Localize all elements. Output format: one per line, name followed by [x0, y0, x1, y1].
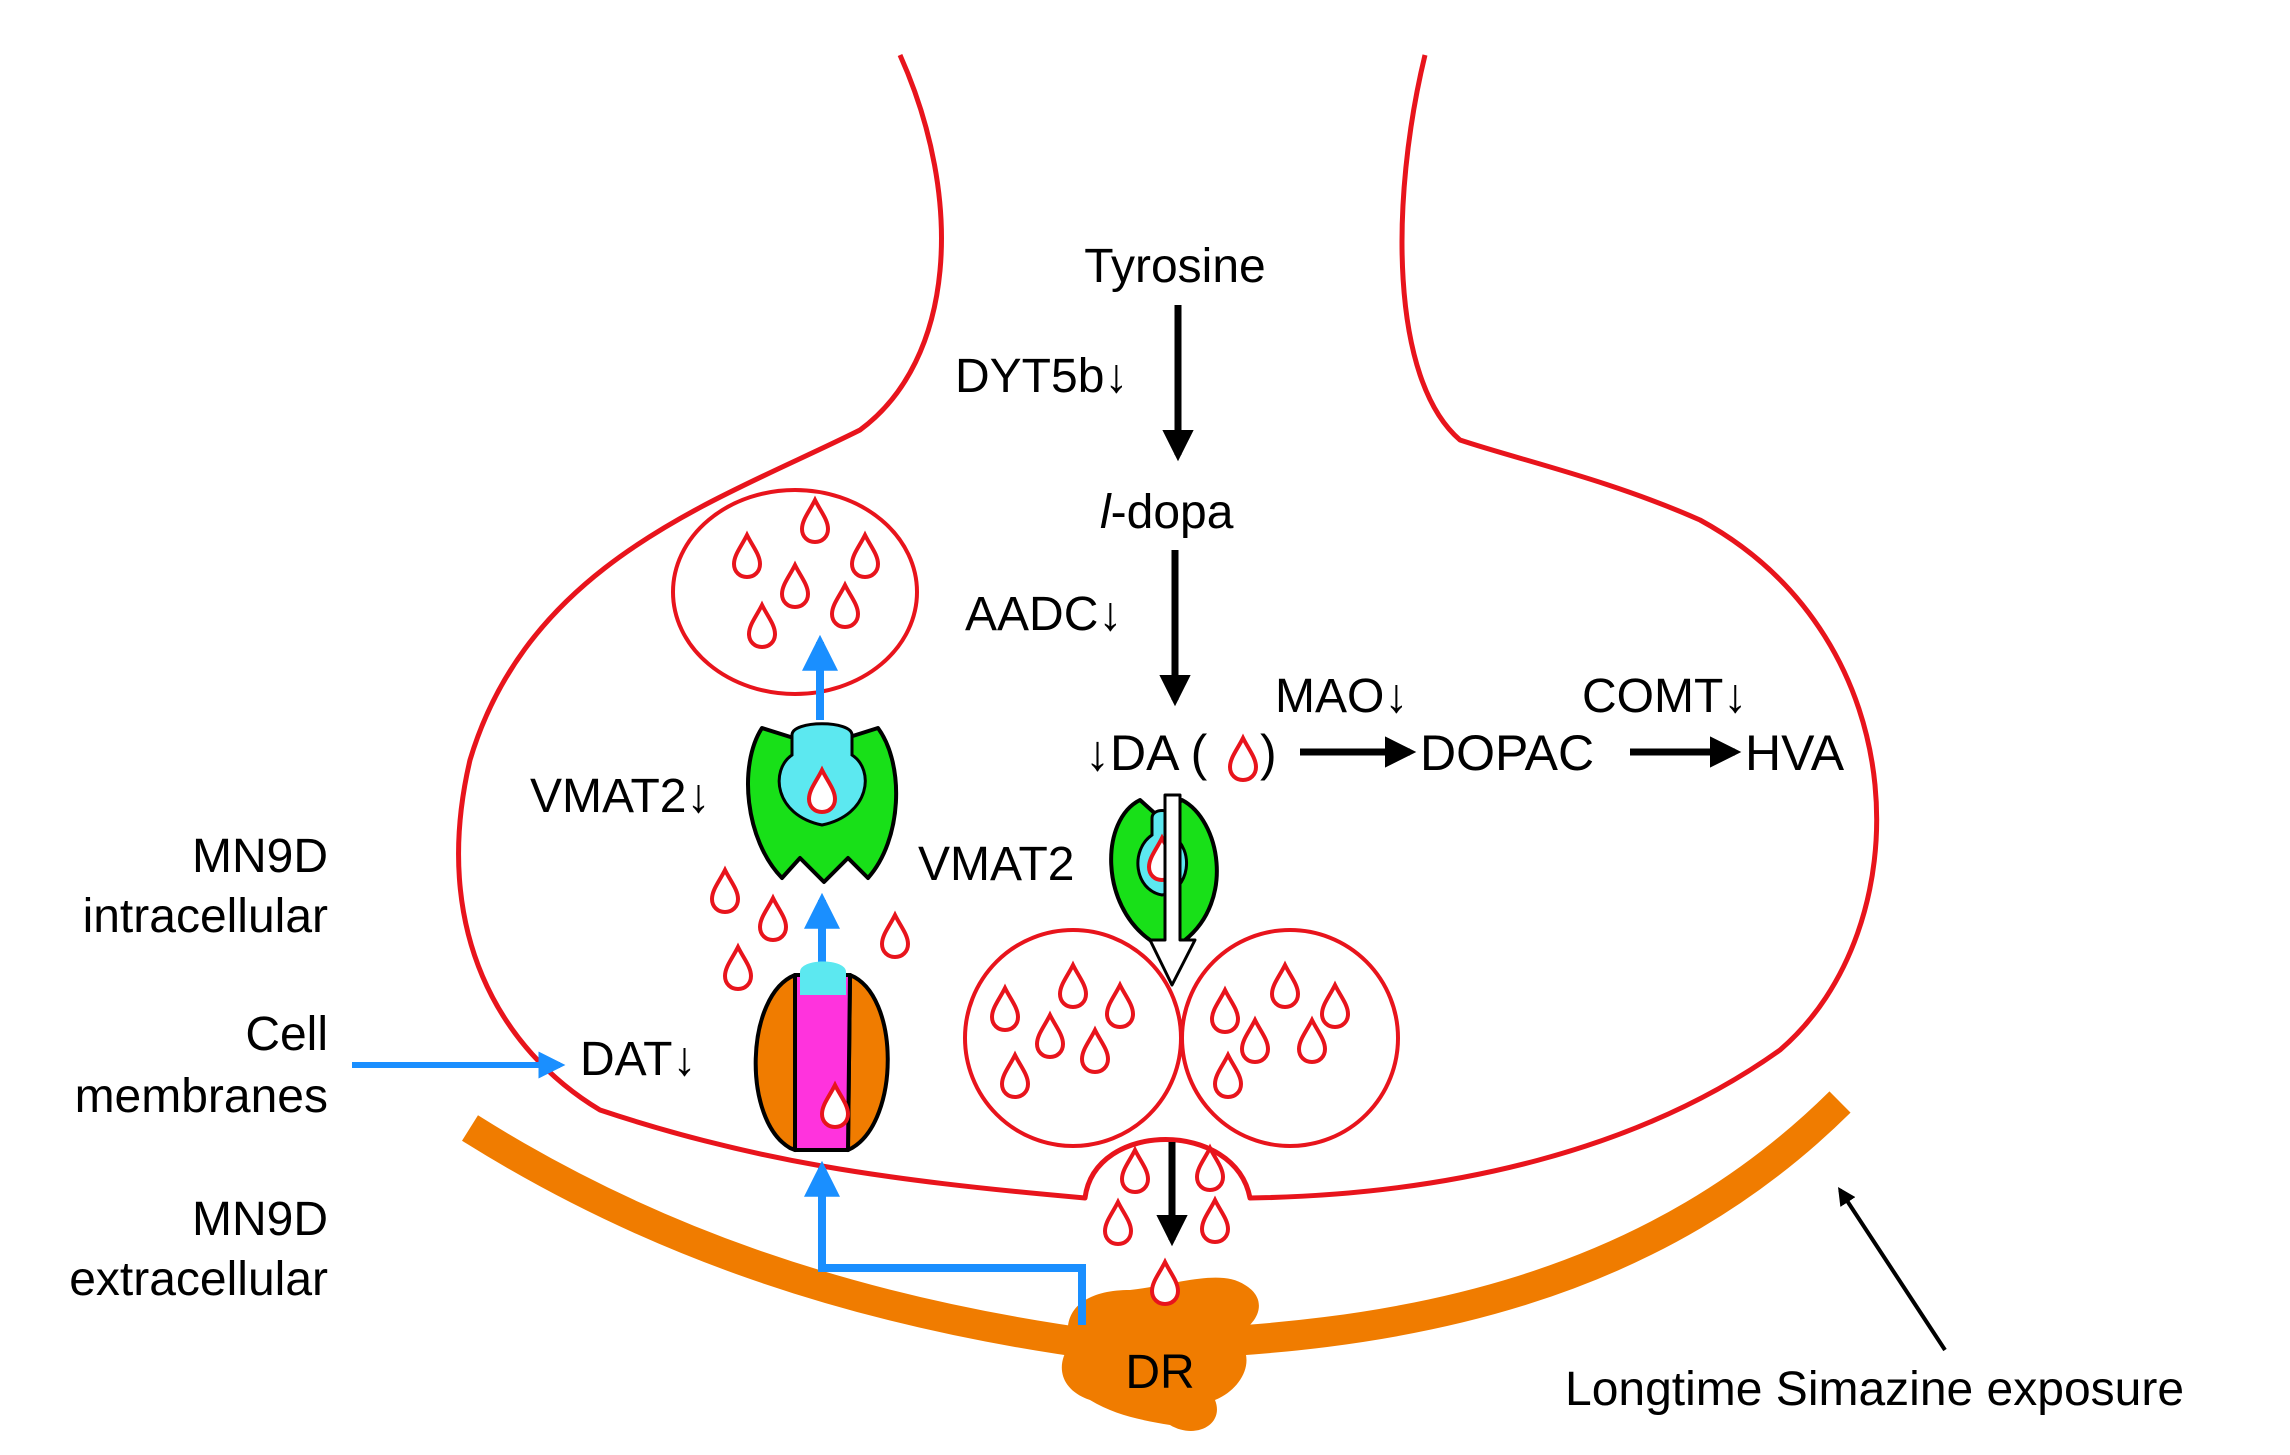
aadc-label: AADC↓ — [965, 588, 1122, 641]
ldopa-rest: -dopa — [1111, 486, 1234, 539]
hollow-arrow-into-vesicles — [1148, 793, 1197, 987]
dr-receptor — [1061, 1277, 1259, 1431]
vesicle-lower-right — [1180, 928, 1400, 1148]
presynaptic-membrane — [456, 53, 1880, 1201]
mao-label: MAO↓ — [1275, 670, 1408, 723]
da-label-suffix: ) — [1260, 725, 1277, 781]
mn9d-extracellular-label-2: extracellular — [69, 1253, 328, 1306]
tyrosine-label: Tyrosine — [1084, 240, 1265, 293]
arrow-simazine-exposure — [1838, 1186, 1947, 1352]
vesicle-lower-left — [963, 928, 1183, 1148]
vesicle-upper-left — [671, 488, 919, 696]
dyt5b-label: DYT5b↓ — [955, 350, 1128, 403]
dat-transporter-icon — [753, 961, 890, 1152]
da-label-prefix: ↓DA ( — [1085, 725, 1208, 781]
da-drop-icon — [1228, 736, 1258, 782]
mn9d-intracellular-label-2: intracellular — [83, 890, 328, 943]
ldopa-label: l-dopa — [1100, 486, 1234, 539]
blue-reuptake-path — [804, 1160, 1086, 1325]
vmat2-left-transporter-icon — [746, 722, 899, 884]
vmat2-label: VMAT2 — [918, 838, 1074, 891]
mn9d-intracellular-label-1: MN9D — [192, 830, 328, 883]
simazine-exposure-label: Longtime Simazine exposure — [1565, 1363, 2184, 1416]
cell-membranes-label-2: membranes — [75, 1070, 328, 1123]
mn9d-extracellular-label-1: MN9D — [192, 1193, 328, 1246]
hva-label: HVA — [1745, 725, 1845, 781]
vmat2-down-label: VMAT2↓ — [530, 770, 710, 823]
ldopa-italic: l — [1100, 486, 1112, 539]
cell-membranes-label-1: Cell — [245, 1008, 328, 1061]
dat-label: DAT↓ — [580, 1033, 696, 1086]
dopac-label: DOPAC — [1420, 725, 1594, 781]
comt-label: COMT↓ — [1582, 670, 1747, 723]
dr-label: DR — [1125, 1346, 1194, 1399]
